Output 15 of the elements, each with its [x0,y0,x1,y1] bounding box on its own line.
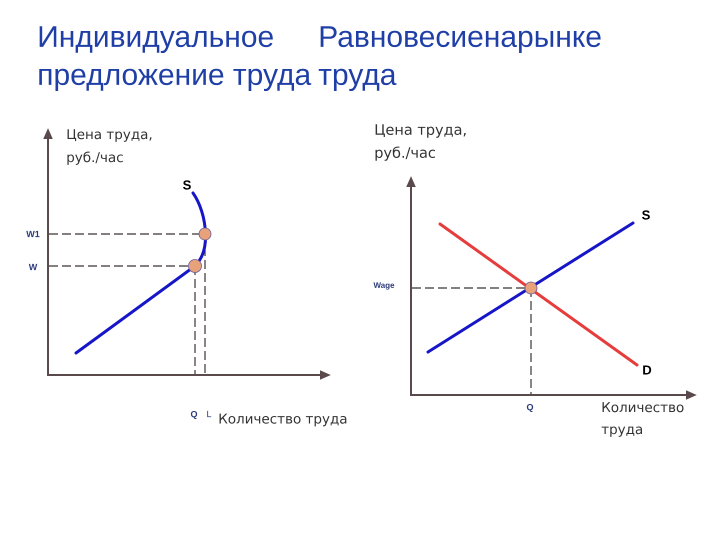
curve-label: S [642,210,650,220]
value-label: Wage [373,282,394,290]
axis-label: Количество труда [602,402,684,437]
value-label: L [207,410,212,418]
curve-label: D [643,366,652,374]
axis-label: Цена труда, руб./час [67,129,152,165]
value-label: W [28,264,38,270]
value-label: Q [526,404,534,412]
value-label: Q [190,410,198,420]
chart-heading: Равновесиенарынке труда [318,26,601,92]
chart-heading: Индивидуальное предложение труда [39,26,312,92]
axis-label: Цена труда, руб./час [376,124,466,161]
axis-label: Количество труда [220,414,346,426]
curve-label: S [183,180,191,190]
value-label: W1 [26,230,40,238]
